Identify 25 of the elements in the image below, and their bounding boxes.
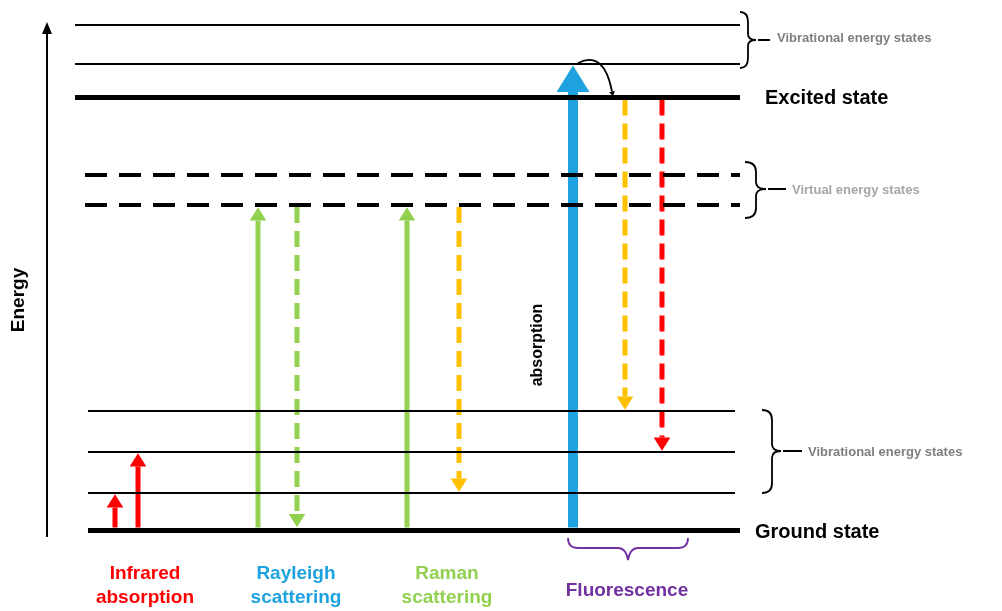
state-label: Ground state bbox=[755, 519, 880, 543]
bracket-label: Vibrational energy states bbox=[777, 29, 932, 47]
energy-level-line bbox=[88, 451, 735, 453]
process-label: Infrared absorption bbox=[94, 561, 196, 609]
process-label: Raman scattering bbox=[400, 561, 494, 609]
arrow bbox=[450, 207, 468, 492]
bracket-label: Virtual energy states bbox=[792, 181, 920, 199]
axis-label: Energy bbox=[5, 267, 29, 333]
energy-level-line bbox=[88, 410, 735, 412]
arrow bbox=[106, 494, 124, 528]
arrow bbox=[129, 453, 147, 528]
arrow bbox=[653, 99, 671, 451]
process-label: Rayleigh scattering bbox=[249, 561, 343, 609]
energy-level-line bbox=[88, 492, 735, 494]
state-label: Excited state bbox=[765, 85, 889, 109]
energy-level-line bbox=[75, 63, 740, 65]
process-label: Fluorescence bbox=[565, 578, 689, 602]
arrow bbox=[288, 207, 306, 528]
arrow bbox=[249, 207, 267, 528]
energy-level-line bbox=[75, 24, 740, 26]
arrow bbox=[556, 65, 590, 528]
bracket-label: Vibrational energy states bbox=[808, 443, 963, 461]
arrow bbox=[398, 207, 416, 528]
arrow bbox=[616, 99, 634, 410]
arrow bbox=[577, 59, 615, 97]
